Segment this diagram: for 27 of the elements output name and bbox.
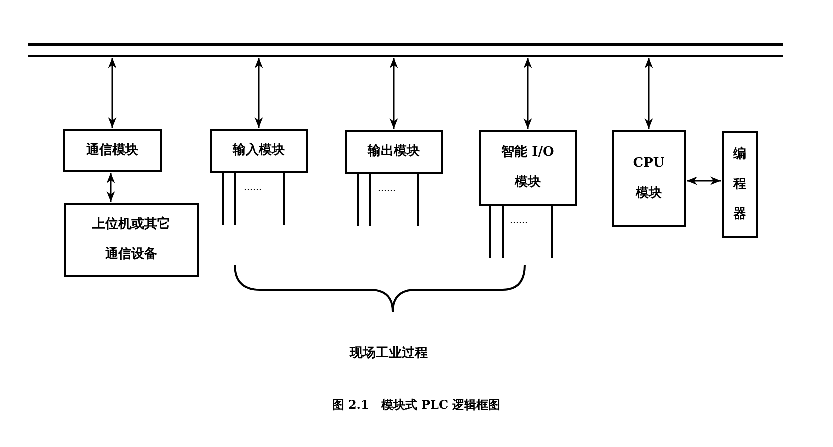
module-box [210, 129, 308, 173]
ellipsis-label: …… [378, 184, 396, 194]
bus-line [28, 43, 783, 57]
module-box [64, 203, 199, 277]
module-label: 输入模块 [232, 142, 286, 160]
process-label: 现场工业过程 [350, 345, 428, 362]
module-label: 上位机或其它通信设备 [92, 216, 172, 264]
ellipsis-label: …… [244, 183, 262, 193]
double-arrow [106, 173, 116, 202]
ellipsis-label: …… [510, 216, 528, 226]
double-arrow [687, 176, 721, 186]
module-box [612, 130, 686, 227]
figure-caption: 图 2.1 模块式 PLC 逻辑框图 [331, 397, 502, 414]
module-box [479, 130, 577, 206]
module-box [63, 129, 162, 172]
module-label: 编程器 [732, 146, 748, 224]
double-arrow [390, 58, 398, 129]
double-arrow [644, 58, 654, 129]
module-box [345, 130, 443, 174]
double-arrow [108, 58, 117, 128]
module-label: 智能 I/O模块 [500, 144, 556, 192]
double-arrow [524, 58, 532, 129]
module-box [722, 131, 758, 238]
module-label: 输出模块 [366, 143, 421, 161]
double-arrow [254, 58, 264, 128]
module-label: 通信模块 [86, 142, 140, 160]
module-label: CPU模块 [632, 154, 666, 202]
